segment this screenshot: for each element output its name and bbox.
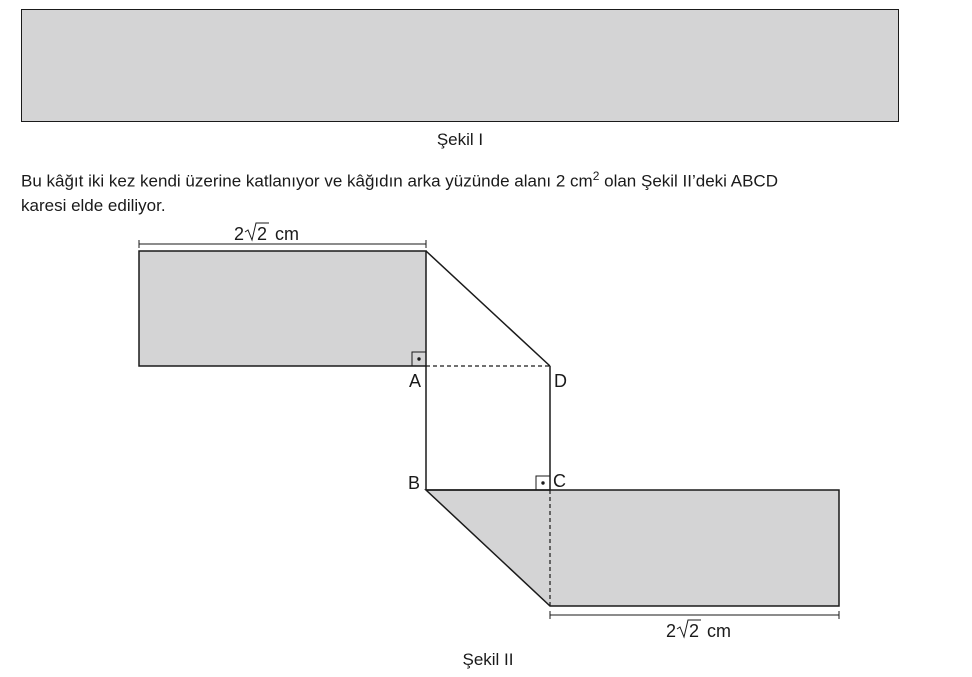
figure2-caption: Şekil II (462, 650, 513, 669)
point-label-C: C (553, 471, 566, 491)
top-dim-unit: cm (275, 224, 299, 244)
bottom-dim-unit: cm (707, 621, 731, 641)
right-angle-dot-C (541, 481, 545, 485)
top-left-folded-rectangle (138, 250, 427, 367)
paper-strip-rectangle (21, 9, 899, 122)
top-dim-coef: 2 (234, 224, 244, 244)
right-angle-dot-A (417, 357, 421, 361)
point-label-D: D (554, 371, 567, 391)
figure1-caption: Şekil I (436, 130, 484, 149)
point-label-A: A (409, 371, 421, 391)
bottom-dim-radicand: 2 (689, 621, 699, 641)
top-dim-radicand: 2 (257, 224, 267, 244)
point-label-B: B (408, 473, 420, 493)
problem-text-line1: Bu kâğıt iki kez kendi üzerine katlanıyo… (21, 164, 966, 194)
right-angle-marker-A (411, 351, 427, 367)
top-dim-sqrt-sign (244, 222, 269, 242)
top-dimension-label: 2 2 cm (234, 222, 299, 244)
bottom-dim-sqrt-sign (676, 619, 701, 639)
right-angle-marker-C (535, 475, 551, 491)
bottom-dimension-label: 2 2 cm (666, 619, 731, 641)
problem-text-line2: karesi elde ediliyor. (21, 195, 166, 215)
line1-part-b: olan Şekil II’deki ABCD (599, 171, 778, 191)
diagonal-fold-line-top (425, 250, 551, 367)
problem-text: Bu kâğıt iki kez kendi üzerine katlanıyo… (21, 164, 966, 218)
line1-superscript: 2 (592, 169, 600, 183)
bottom-dim-coef: 2 (666, 621, 676, 641)
bottom-right-folded-region (424, 489, 840, 607)
line1-part-a: Bu kâğıt iki kez kendi üzerine katlanıyo… (21, 171, 593, 191)
